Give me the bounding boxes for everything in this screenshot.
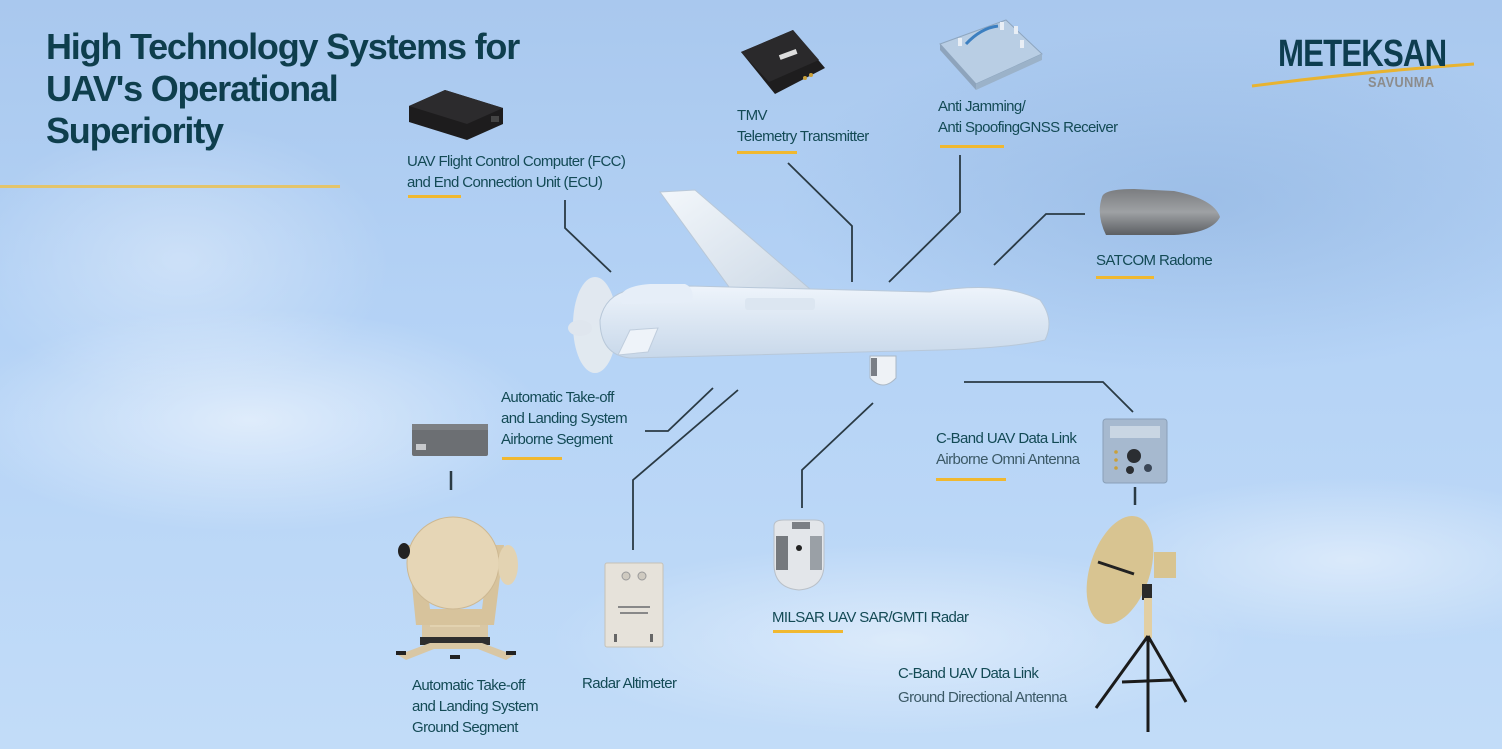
- atol-airborne-unit-icon: [412, 424, 488, 456]
- label-line: Anti Jamming/: [938, 98, 1026, 115]
- label-line: UAV Flight Control Computer (FCC): [407, 153, 626, 170]
- label-tmv: TMV Telemetry Transmitter: [737, 105, 869, 147]
- ground-tracking-antenna-icon: [396, 516, 518, 660]
- sar-radar-pod-icon: [773, 519, 825, 591]
- label-underline: [408, 195, 461, 198]
- label-atol-airborne: Automatic Take-off and Landing System Ai…: [501, 387, 628, 450]
- label-line: Automatic Take-off: [412, 677, 525, 694]
- label-underline: [940, 145, 1004, 148]
- telemetry-transmitter-icon: [741, 30, 825, 94]
- label-line: Anti SpoofingGNSS Receiver: [938, 119, 1118, 136]
- label-underline: [502, 457, 562, 460]
- label-line: TMV: [737, 107, 767, 124]
- label-line: C-Band UAV Data Link: [936, 430, 1077, 447]
- title-line: High Technology Systems for: [46, 26, 520, 67]
- label-underline: [773, 630, 843, 633]
- label-line: and Landing System: [501, 410, 628, 427]
- title-line: Superiority: [46, 110, 224, 151]
- page-title: High Technology Systems for UAV's Operat…: [46, 26, 520, 152]
- label-line: MILSAR UAV SAR/GMTI Radar: [772, 609, 969, 626]
- flight-computer-box-icon: [409, 90, 503, 140]
- leader-line-milsar: [801, 402, 874, 508]
- radar-altimeter-icon: [604, 562, 664, 648]
- label-cband-ground: C-Band UAV Data Link Ground Directional …: [898, 663, 1067, 708]
- logo-swoosh-icon: [1251, 62, 1475, 88]
- logo-division: SAVUNMA: [1368, 74, 1435, 91]
- uav-drone-illustration: [568, 189, 1050, 386]
- label-line: Telemetry Transmitter: [737, 128, 869, 145]
- satcom-radome-icon: [1099, 189, 1220, 235]
- label-line: C-Band UAV Data Link: [898, 665, 1039, 682]
- label-radar-altimeter: Radar Altimeter: [582, 673, 677, 694]
- label-line: Airborne Segment: [501, 431, 613, 448]
- logo-brand: METEKSAN: [1278, 33, 1447, 75]
- dish-antenna-tripod-icon: [1086, 515, 1188, 732]
- label-line: and End Connection Unit (ECU): [407, 174, 603, 191]
- label-underline: [737, 151, 797, 154]
- omni-antenna-panel-icon: [1102, 418, 1168, 484]
- label-line: Ground Directional Antenna: [898, 689, 1067, 706]
- gnss-receiver-icon: [939, 19, 1043, 90]
- label-fcc: UAV Flight Control Computer (FCC) and En…: [407, 151, 626, 193]
- meteksan-logo: METEKSAN SAVUNMA: [1251, 33, 1478, 98]
- label-satcom: SATCOM Radome: [1096, 250, 1213, 271]
- label-line: SATCOM Radome: [1096, 252, 1213, 269]
- title-line: UAV's Operational: [46, 68, 339, 109]
- title-divider: [0, 185, 340, 188]
- label-milsar: MILSAR UAV SAR/GMTI Radar: [772, 607, 969, 628]
- label-line: Radar Altimeter: [582, 675, 677, 692]
- label-atol-ground: Automatic Take-off and Landing System Gr…: [412, 675, 539, 738]
- label-underline: [1096, 276, 1154, 279]
- label-line: and Landing System: [412, 698, 539, 715]
- label-line: Automatic Take-off: [501, 389, 614, 406]
- label-line: Ground Segment: [412, 719, 518, 736]
- leader-line-radalt: [632, 389, 739, 550]
- label-cband-airborne: C-Band UAV Data Link Airborne Omni Anten…: [936, 428, 1080, 470]
- label-underline: [936, 478, 1006, 481]
- label-line: Airborne Omni Antenna: [936, 451, 1080, 468]
- label-gnss: Anti Jamming/ Anti SpoofingGNSS Receiver: [938, 96, 1118, 138]
